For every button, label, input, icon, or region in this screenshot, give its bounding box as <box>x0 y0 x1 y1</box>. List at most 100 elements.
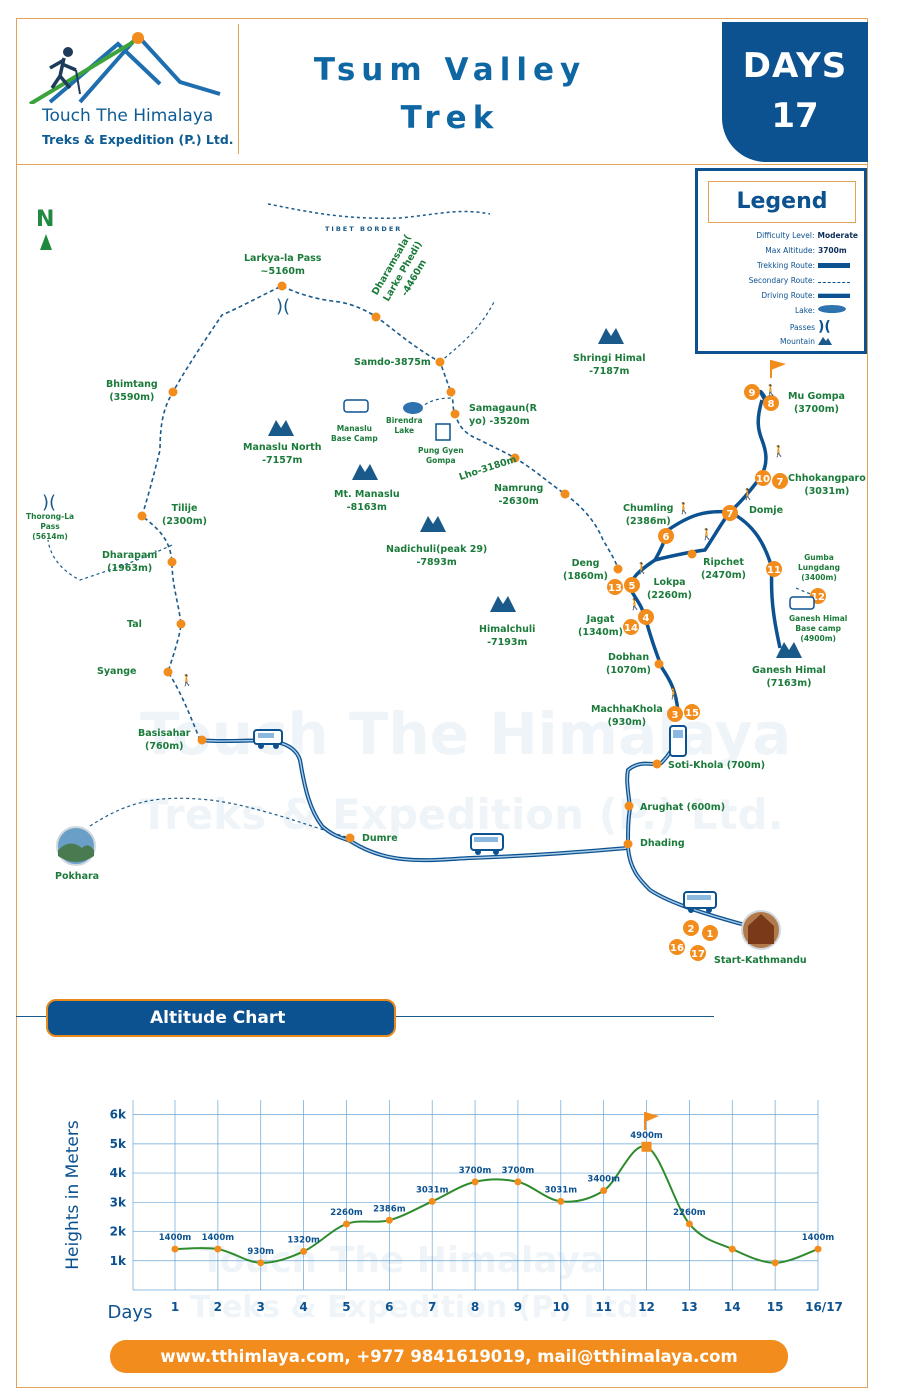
contact-footer: www.tthimlaya.com, +977 9841619019, mail… <box>110 1340 788 1373</box>
altitude-data-label: 1400m <box>802 1233 835 1243</box>
legend-row-secondary: Secondary Route: <box>749 276 858 285</box>
ganesh-base-camp-icon <box>789 596 815 610</box>
altitude-point <box>600 1187 608 1195</box>
label-syange: Syange <box>97 666 137 677</box>
mountain-logo-icon <box>28 32 221 106</box>
legend-title: Legend <box>708 181 856 223</box>
legend-row-altitude: Max Altitude:3700m <box>765 246 847 255</box>
bus-icon-soti <box>669 725 687 757</box>
altitude-data-label: 2386m <box>373 1204 406 1214</box>
svg-text:9: 9 <box>749 388 756 399</box>
day-marker-13: 13 <box>607 579 623 595</box>
larkya-dot <box>277 281 287 291</box>
syange-dot <box>163 667 173 677</box>
legend-row-passes: Passes)( <box>790 319 858 335</box>
shringi-mountain-icon <box>598 328 624 344</box>
altitude-point <box>728 1245 736 1253</box>
trek-title-line2: Trek <box>400 100 500 136</box>
y-tick-label: 3k <box>110 1195 127 1209</box>
secondary-route-pokhara <box>89 797 351 839</box>
namrung-dot <box>560 489 570 499</box>
label-samdo: Samdo-3875m <box>354 357 431 368</box>
hiker-icon-syange: 🚶 <box>180 674 194 687</box>
label-tal: Tal <box>127 619 142 630</box>
day-marker-3: 3 <box>667 706 683 722</box>
dharapani-dot <box>167 557 177 567</box>
secondary-route-lake <box>419 397 453 409</box>
label-chhokangparo: Chhokangparo (3031m) <box>788 473 866 497</box>
label-bhimtang: Bhimtang (3590m) <box>106 379 158 403</box>
hiker-icon-machha: 🚶 <box>667 687 681 700</box>
svg-text:12: 12 <box>811 592 825 603</box>
dobhan-dot <box>654 659 664 669</box>
x-tick-label: 12 <box>638 1300 655 1314</box>
y-tick-label: 5k <box>110 1137 127 1151</box>
pung-dot <box>450 409 460 419</box>
tibet-border-label: TIBET BORDER <box>325 225 402 233</box>
svg-text:8: 8 <box>768 399 775 410</box>
label-dumre: Dumre <box>362 833 398 844</box>
legend-trekking-swatch <box>818 263 850 268</box>
dhading-dot <box>623 839 633 849</box>
altitude-point <box>557 1197 565 1205</box>
besisahar-dot <box>197 735 207 745</box>
label-pung-gyen: Pung Gyen Gompa <box>418 446 464 465</box>
altitude-point <box>214 1245 222 1253</box>
legend-row-driving: Driving Route: <box>761 291 858 300</box>
altitude-data-label: 3031m <box>545 1185 578 1195</box>
svg-text:16: 16 <box>670 943 684 954</box>
label-lokpa: Lokpa (2260m) <box>647 577 693 601</box>
driving-route-kathmandu-inner <box>627 847 746 926</box>
label-mt-manaslu: Mt. Manaslu -8163m <box>334 489 400 513</box>
svg-text:11: 11 <box>767 565 781 576</box>
altitude-point <box>171 1245 179 1253</box>
secondary-route-north <box>439 299 496 363</box>
label-dharapani: Dharapani (1963m) <box>102 550 158 574</box>
trek-title-line1: Tsum Valley <box>313 52 587 88</box>
altitude-data-label: 3400m <box>587 1175 620 1185</box>
x-tick-label: 15 <box>767 1300 784 1314</box>
label-dhading: Dhading <box>640 838 685 849</box>
ganesh-himal-mountain-icon <box>776 642 802 658</box>
company-name: Touch The Himalaya <box>42 106 214 126</box>
himalchuli-mountain-icon <box>490 596 516 612</box>
day-marker-11: 11 <box>766 561 782 577</box>
day-marker-10: 10 <box>755 470 771 486</box>
label-himalchuli: Himalchuli -7193m <box>479 624 536 648</box>
summit-flag-icon <box>770 360 786 378</box>
bus-icon-dumre <box>470 833 504 855</box>
label-pokhara: Pokhara <box>55 871 100 882</box>
samagaun-dot <box>446 387 456 397</box>
legend-row-trekking: Trekking Route: <box>757 261 858 270</box>
soti-dot <box>652 759 662 769</box>
day-marker-9: 9 <box>744 384 760 400</box>
label-nadichuli: Nadichuli(peak 29) -7893m <box>386 544 488 568</box>
days-label: DAYS <box>742 46 848 86</box>
altitude-point <box>257 1259 265 1267</box>
x-tick-label: 6 <box>385 1300 393 1314</box>
label-mu-gompa: Mu Gompa (3700m) <box>788 391 845 415</box>
altitude-point <box>641 1141 652 1152</box>
legend-lake-icon <box>818 305 846 313</box>
tilije-dot <box>137 511 147 521</box>
altitude-data-label: 2260m <box>330 1208 363 1218</box>
day-marker-6: 6 <box>658 528 674 544</box>
altitude-point <box>471 1178 479 1186</box>
altitude-point <box>685 1220 693 1228</box>
svg-text:5: 5 <box>629 581 636 592</box>
ripchet-dot <box>687 549 697 559</box>
chart-peak-flag-icon <box>644 1112 659 1130</box>
driving-route-kathmandu <box>626 847 746 927</box>
y-tick-label: 6k <box>110 1108 127 1122</box>
altitude-data-label: 1400m <box>159 1233 192 1243</box>
mt-manaslu-mountain-icon <box>352 464 378 480</box>
day-marker-5: 5 <box>624 577 640 593</box>
days-value: 17 <box>771 96 819 136</box>
y-tick-label: 1k <box>110 1254 127 1268</box>
label-ganesh-base-camp: Ganesh Himal Base camp (4900m) <box>789 614 848 643</box>
altitude-data-label: 4900m <box>630 1131 663 1141</box>
deng-dot <box>613 564 623 574</box>
x-tick-label: 11 <box>595 1300 612 1314</box>
label-ripchet: Ripchet (2470m) <box>701 557 747 581</box>
